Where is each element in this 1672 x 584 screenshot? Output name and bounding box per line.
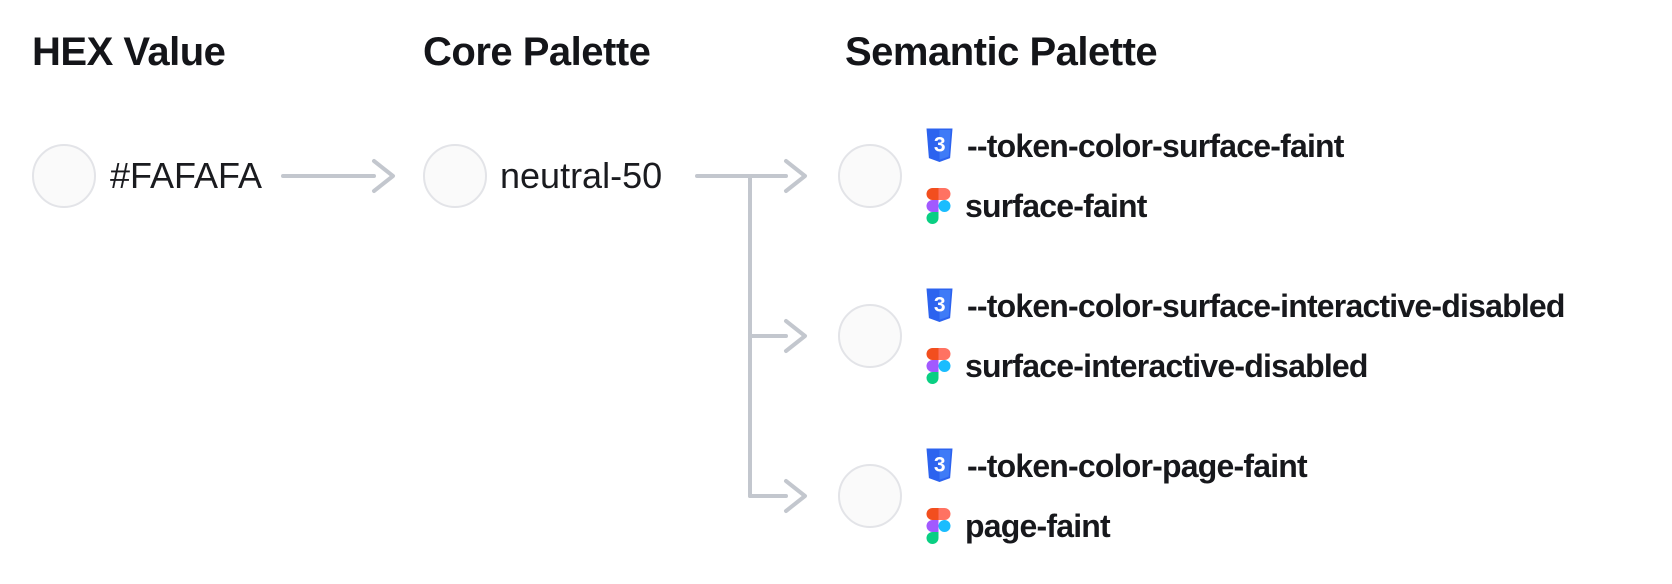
core-name-label: neutral-50 <box>500 155 663 196</box>
css-token-label: --token-color-surface-interactive-disabl… <box>967 288 1565 324</box>
semantic-swatch <box>838 144 902 208</box>
css3-shield-icon: 3 <box>926 288 953 324</box>
figma-token-line: page-faint <box>926 506 1111 546</box>
css3-shield-icon: 3 <box>926 448 953 484</box>
semantic-token-row: 3 --token-color-surface-faint surface-fa… <box>838 116 1672 236</box>
semantic-swatch <box>838 464 902 528</box>
figma-style-label: surface-interactive-disabled <box>965 348 1368 384</box>
figma-style-label: page-faint <box>965 508 1111 544</box>
figma-logo-icon <box>926 508 951 544</box>
css3-shield-icon: 3 <box>926 128 953 164</box>
css-token-label: --token-color-page-faint <box>967 448 1308 484</box>
core-palette-heading: Core Palette <box>423 30 651 74</box>
figma-logo-icon <box>926 188 951 224</box>
figma-token-line: surface-faint <box>926 186 1147 226</box>
figma-style-label: surface-faint <box>965 188 1147 224</box>
semantic-palette-heading: Semantic Palette <box>845 30 1158 74</box>
css-token-line: 3 --token-color-page-faint <box>926 446 1308 486</box>
figma-logo-icon <box>926 348 951 384</box>
core-swatch <box>423 144 487 208</box>
semantic-swatch <box>838 304 902 368</box>
css-token-line: 3 --token-color-surface-faint <box>926 126 1344 166</box>
hex-value-heading: HEX Value <box>32 30 226 74</box>
css-token-label: --token-color-surface-faint <box>967 128 1344 164</box>
figma-token-line: surface-interactive-disabled <box>926 346 1368 386</box>
semantic-token-row: 3 --token-color-page-faint page-faint <box>838 436 1672 556</box>
css-token-line: 3 --token-color-surface-interactive-disa… <box>926 286 1565 326</box>
svg-text:3: 3 <box>934 294 946 317</box>
svg-text:3: 3 <box>934 134 946 157</box>
hex-swatch <box>32 144 96 208</box>
semantic-token-row: 3 --token-color-surface-interactive-disa… <box>838 276 1672 396</box>
svg-text:3: 3 <box>934 454 946 477</box>
hex-value-label: #FAFAFA <box>110 155 263 196</box>
